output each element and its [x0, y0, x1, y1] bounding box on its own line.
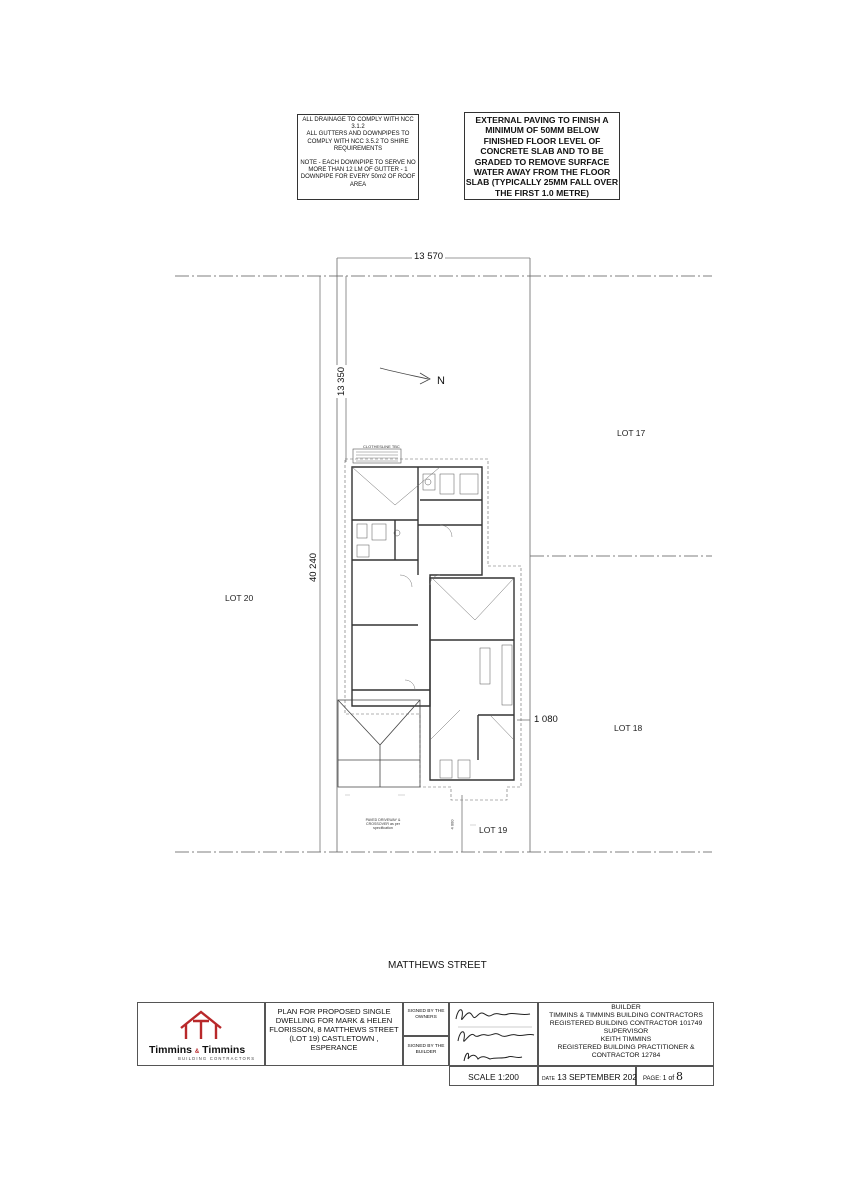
scale: SCALE 1:200	[449, 1066, 538, 1086]
rear-setback-dimension: 13 350	[336, 364, 348, 399]
fixtures	[356, 473, 513, 779]
driveway-ticks	[345, 794, 476, 826]
dwelling-walls	[351, 466, 515, 781]
side-setback-dimension: 1 080	[532, 714, 560, 725]
paving-note: EXTERNAL PAVING TO FINISH A MINIMUM OF 5…	[464, 112, 620, 200]
company-name-part1: Timmins	[149, 1044, 192, 1056]
builder-line-1: BUILDER	[611, 1004, 641, 1011]
handwritten-signatures	[455, 1009, 535, 1062]
signature-area	[449, 1002, 538, 1066]
north-label: N	[437, 375, 445, 387]
page-total: 8	[675, 1070, 683, 1083]
lot18-label: LOT 18	[614, 723, 643, 733]
garage	[337, 699, 421, 788]
company-name-part2: Timmins	[202, 1044, 246, 1056]
builder-line-4: SUPERVISOR	[603, 1028, 649, 1035]
lot17-label: LOT 17	[617, 428, 646, 438]
front-setback-dimension: 4 000	[449, 819, 455, 830]
north-arrow	[379, 367, 431, 385]
date-prefix: DATE	[542, 1076, 555, 1082]
date: DATE 13 SEPTEMBER 2020	[538, 1066, 642, 1086]
house-logo-icon	[180, 1010, 222, 1039]
width-dimension: 13 570	[412, 251, 446, 262]
builder-line-2: TIMMINS & TIMMINS BUILDING CONTRACTORS	[549, 1012, 703, 1019]
roof-lines	[351, 466, 515, 741]
company-name: Timmins & Timmins	[149, 1044, 245, 1056]
eaves-outline	[344, 458, 522, 801]
depth-dimension: 40 240	[308, 550, 320, 585]
drainage-note-line-1: ALL DRAINAGE TO COMPLY WITH NCC 3.1.2	[302, 117, 414, 131]
paved-driveway-label: PAVED DRIVEWAY & CROSSOVER as per specif…	[365, 818, 401, 831]
page-number: PAGE: 1 of 8	[636, 1066, 714, 1086]
builder-line-6: REGISTERED BUILDING PRACTITIONER & CONTR…	[557, 1044, 695, 1059]
plan-description: PLAN FOR PROPOSED SINGLE DWELLING FOR MA…	[265, 1002, 403, 1066]
clothesline	[352, 448, 402, 464]
lot19-label: LOT 19	[479, 825, 508, 835]
clothesline-label: CLOTHESLINE TBC	[363, 444, 400, 449]
page-prefix: PAGE:	[643, 1076, 661, 1082]
lot20-label: LOT 20	[225, 593, 254, 603]
builder-line-3: REGISTERED BUILDING CONTRACTOR 101749	[549, 1020, 703, 1027]
signed-by-builder: SIGNED BY THE BUILDER	[403, 1036, 449, 1066]
drainage-note: ALL DRAINAGE TO COMPLY WITH NCC 3.1.2 AL…	[297, 114, 419, 200]
builder-line-5: KEITH TIMMINS	[600, 1036, 652, 1043]
paving-note-text: EXTERNAL PAVING TO FINISH A MINIMUM OF 5…	[465, 115, 619, 198]
door-swings	[399, 524, 453, 691]
company-name-amp: &	[194, 1049, 200, 1055]
page-of: 1 of	[662, 1075, 675, 1082]
company-subtitle: BUILDING CONTRACTORS	[178, 1056, 256, 1061]
builder-details: BUILDER TIMMINS & TIMMINS BUILDING CONTR…	[538, 1002, 714, 1066]
street-name: MATTHEWS STREET	[388, 960, 487, 971]
drainage-note-line-2: ALL GUTTERS AND DOWNPIPES TO COMPLY WITH…	[306, 131, 410, 152]
signed-by-owners: SIGNED BY THE OWNERS	[403, 1002, 449, 1036]
date-value: 13 SEPTEMBER 2020	[557, 1072, 642, 1082]
title-block: Timmins & Timmins BUILDING CONTRACTORS P…	[137, 1002, 714, 1086]
company-logo-cell: Timmins & Timmins BUILDING CONTRACTORS	[137, 1002, 265, 1066]
clothesline-lines	[356, 451, 398, 462]
drainage-note-line-3: NOTE - EACH DOWNPIPE TO SERVE NO MORE TH…	[300, 160, 416, 188]
